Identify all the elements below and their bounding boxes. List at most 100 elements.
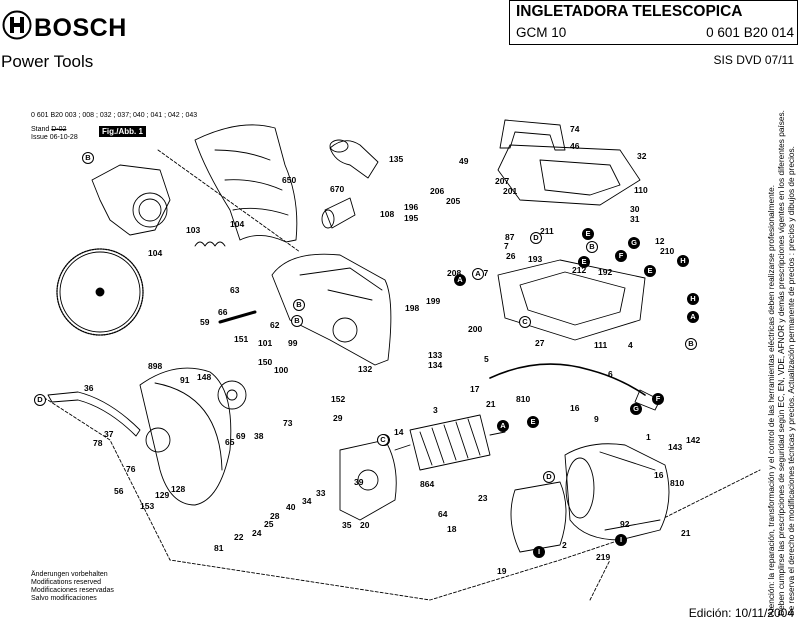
callout-label: 38 (254, 431, 264, 441)
assembly-marker: B (82, 152, 94, 164)
callout-label: 152 (331, 394, 346, 404)
callout-label: 24 (252, 528, 262, 538)
bosch-logo-icon (2, 10, 32, 40)
callout-label: 142 (686, 435, 701, 445)
callout-label: 193 (528, 254, 543, 264)
callout-label: 37 (104, 429, 114, 439)
callout-label: 810 (670, 478, 685, 488)
assembly-marker: I (615, 534, 627, 546)
callout-label: 18 (447, 524, 457, 534)
rail-frame-inner (539, 159, 621, 196)
assembly-marker: E (582, 228, 594, 240)
elbow-mouth (329, 139, 349, 153)
armature (394, 414, 506, 471)
assembly-marker: A (472, 268, 484, 280)
callout-label: 3 (433, 405, 438, 415)
base-plate-inner (519, 271, 626, 326)
mod-line: Modificaciones reservadas (31, 587, 114, 594)
callout-label: 16 (570, 403, 580, 413)
callout-label: 128 (171, 484, 186, 494)
assembly-marker: E (527, 416, 539, 428)
disc-148 (217, 380, 247, 410)
sis-version: SIS DVD 07/11 (713, 53, 794, 67)
lower-guard (139, 367, 232, 506)
callout-label: 14 (394, 427, 404, 437)
callout-label: 22 (234, 532, 244, 542)
callout-label: 40 (286, 502, 296, 512)
handle-top (499, 119, 566, 151)
mod-line: Modifications reserved (31, 579, 102, 586)
field-coil (510, 481, 567, 553)
dust-bag-folds (214, 149, 289, 216)
assembly-marker: B (291, 315, 303, 327)
assembly-marker: A (454, 274, 466, 286)
callout-label: 207 (495, 176, 510, 186)
callout-label: 153 (140, 501, 155, 511)
assembly-marker: B (586, 241, 598, 253)
gear-housing (339, 439, 397, 521)
callout-label: 206 (430, 186, 445, 196)
upper-guard (271, 253, 392, 366)
callout-label: 103 (186, 225, 201, 235)
assembly-marker: F (652, 393, 664, 405)
callout-label: 7 (504, 241, 509, 251)
callout-label: 66 (218, 307, 228, 317)
assembly-marker: E (644, 265, 656, 277)
callout-label: 76 (126, 464, 136, 474)
callout-label: 78 (93, 438, 103, 448)
callout-label: 219 (596, 552, 611, 562)
callout-label: 17 (470, 384, 480, 394)
callout-label: 132 (358, 364, 373, 374)
assembly-marker: A (497, 420, 509, 432)
callout-label: 134 (428, 360, 443, 370)
callout-label: 26 (506, 251, 516, 261)
callout-label: 23 (478, 493, 488, 503)
figure-tag: Fig./Abb. 1 (99, 126, 146, 137)
base-plate (497, 259, 646, 341)
callout-label: 6 (608, 369, 613, 379)
callout-label: 19 (497, 566, 507, 576)
callout-label: 59 (200, 317, 210, 327)
callout-label: 27 (535, 338, 545, 348)
gear-housing-bore (357, 469, 379, 491)
issue-label: Issue (31, 134, 48, 141)
fence-bracket (91, 164, 171, 236)
disc-148-hub (226, 389, 238, 401)
stand-label: Stand (31, 126, 50, 133)
callout-label: 148 (197, 372, 212, 382)
adapter-mouth (321, 209, 335, 229)
callout-label: 200 (468, 324, 483, 334)
callout-label: 69 (236, 431, 246, 441)
callout-label: 1 (646, 432, 651, 442)
assembly-marker: H (687, 293, 699, 305)
callout-label: 56 (114, 486, 124, 496)
bracket-ring-inner (138, 198, 162, 222)
callout-label: 104 (148, 248, 163, 258)
callout-label: 670 (330, 184, 345, 194)
rail-frame (497, 144, 641, 206)
adapter-670 (324, 197, 356, 229)
callout-label: 110 (634, 185, 648, 195)
guard-lever (47, 391, 141, 437)
bracket-ring (132, 192, 168, 228)
assembly-marker: I (533, 546, 545, 558)
edition-date: Edición: 10/11/2004 (688, 606, 794, 620)
callout-label: 34 (302, 496, 312, 506)
callout-label: 2 (562, 540, 567, 550)
callout-label: 31 (630, 214, 640, 224)
assembly-boundary (39, 149, 761, 601)
callout-label: 133 (428, 350, 443, 360)
callout-label: 9 (594, 414, 599, 424)
callout-label: 62 (270, 320, 280, 330)
spring-103 (194, 241, 226, 247)
callout-label: 199 (426, 296, 441, 306)
callout-label: 196 (404, 202, 419, 212)
callout-label: 198 (405, 303, 420, 313)
assembly-marker: E (578, 256, 590, 268)
stand-issue: Stand D-02 Issue 06-10-28 (31, 126, 78, 142)
saw-blade (56, 248, 144, 336)
callout-label: 100 (274, 365, 289, 375)
callout-label: 208 (447, 268, 462, 278)
callout-label: 21 (681, 528, 691, 538)
callout-label: 4 (628, 340, 633, 350)
